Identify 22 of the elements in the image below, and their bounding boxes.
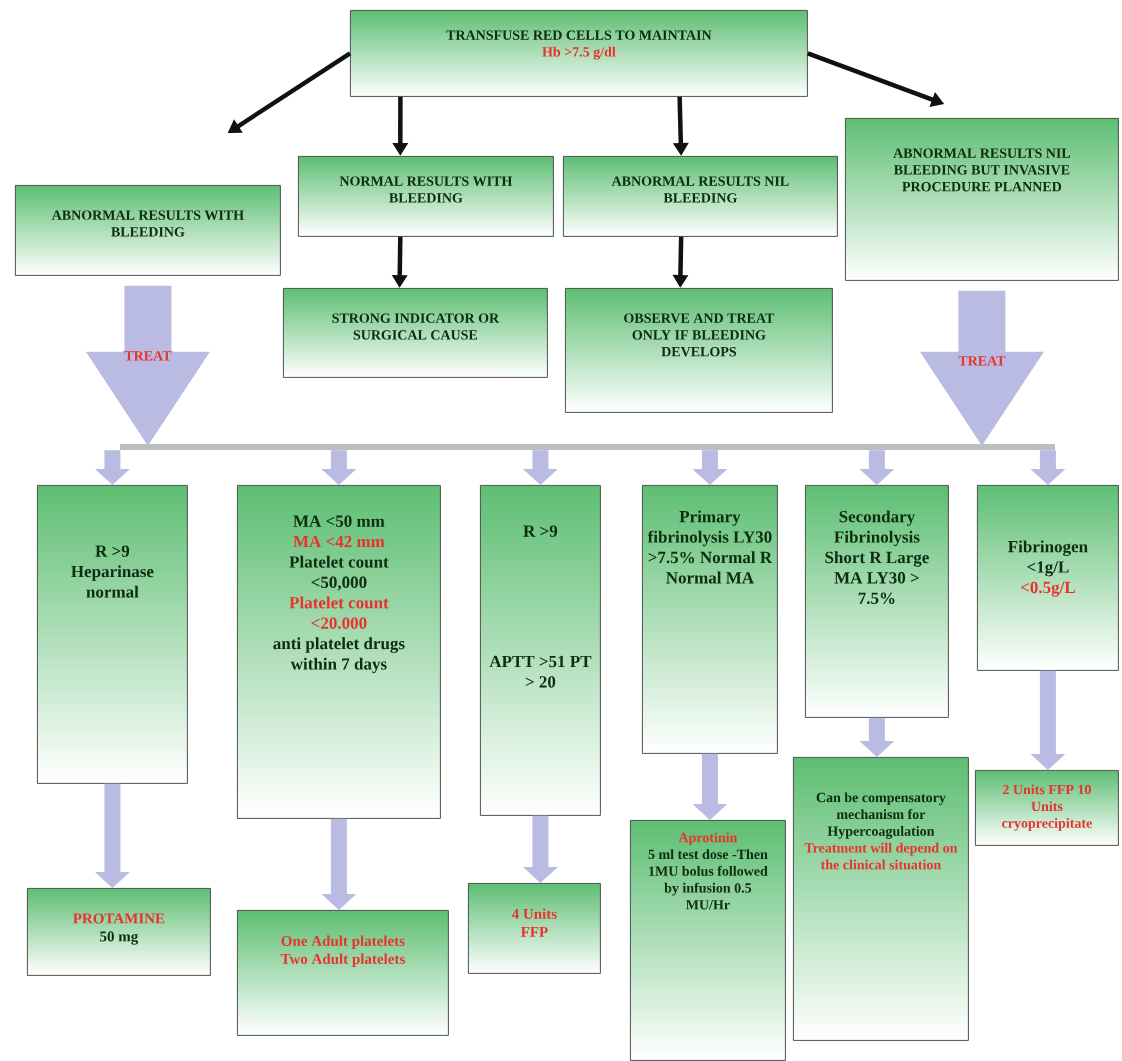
process-box: Can be compensatory mechanism for Hypercoagulation Treatment will depend on the clinical situation xyxy=(793,757,969,1041)
process-box: TRANSFUSE RED CELLS TO MAINTAIN Hb >7.5 g/dl xyxy=(350,10,808,97)
process-box: One Adult platelets Two Adult platelets xyxy=(237,910,449,1036)
process-box: ABNORMAL RESULTS WITH BLEEDING xyxy=(15,185,281,276)
process-box: Aprotinin 5 ml test dose -Then 1MU bolus followed by infusion 0.5 MU/Hr xyxy=(630,820,786,1061)
process-box: Fibrinogen <1g/L <0.5g/L xyxy=(977,485,1119,671)
process-box: MA <50 mm MA <42 mm Platelet count <50,000 Platelet count <20.000 anti platelet drugs within 7 days xyxy=(237,485,441,819)
process-box: 4 Units FFP xyxy=(468,883,601,974)
process-box: PROTAMINE 50 mg xyxy=(27,888,211,976)
process-box: Secondary Fibrinolysis Short R Large MA LY30 > 7.5% xyxy=(805,485,949,718)
process-box: STRONG INDICATOR OR SURGICAL CAUSE xyxy=(283,288,548,378)
process-box: Primary fibrinolysis LY30 >7.5% Normal R Normal MA xyxy=(642,485,778,754)
process-box: 2 Units FFP 10 Units cryoprecipitate xyxy=(975,770,1119,846)
process-box: OBSERVE AND TREAT ONLY IF BLEEDING DEVELOPS xyxy=(565,288,833,413)
process-box: ABNORMAL RESULTS NIL BLEEDING BUT INVASIVE PROCEDURE PLANNED xyxy=(845,118,1119,281)
connector-bar xyxy=(120,444,1055,450)
process-box: NORMAL RESULTS WITH BLEEDING xyxy=(298,156,554,237)
edge-label: TREAT xyxy=(123,350,173,362)
process-box: R >9 APTT >51 PT > 20 xyxy=(480,485,601,816)
process-box: ABNORMAL RESULTS NIL BLEEDING xyxy=(563,156,838,237)
process-box: R >9 Heparinase normal xyxy=(37,485,188,784)
edge-label: TREAT xyxy=(957,355,1007,367)
